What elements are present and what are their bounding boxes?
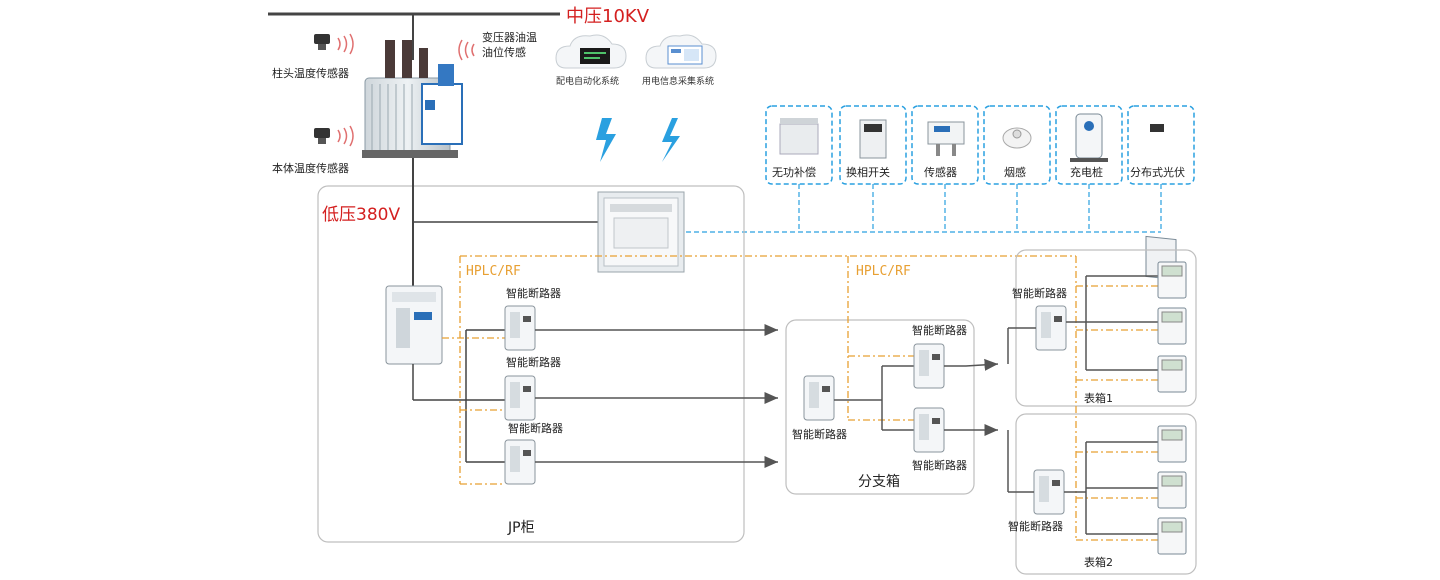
device-sensor: 传感器 [911,105,979,185]
smart-breaker-branch-out-1 [913,343,945,389]
smart-breaker-jp-2 [504,375,536,421]
smart-breaker-jp-1-label: 智能断路器 [506,286,561,300]
cloud-icon-distribution-automation [555,34,627,69]
smart-breaker-meter-2 [1033,469,1065,515]
oil-sensor-waves-icon [458,39,475,61]
smart-breaker-jp-3 [504,439,536,485]
device-sensor-label: 传感器 [924,166,957,179]
smart-breaker-jp-3-label: 智能断路器 [508,421,563,435]
hplc-rf-label-jp: HPLC/RF [466,264,521,279]
smart-breaker-meter-2-label: 智能断路器 [1008,519,1063,533]
power-info-label: 用电信息采集系统 [642,75,714,87]
low-voltage-label: 低压380V [322,205,400,225]
electric-meter-icon [1157,425,1187,463]
hplc-network-jp [442,255,1076,485]
smart-breaker-branch-out-2 [913,407,945,453]
device-phase-switch-label: 换相开关 [846,165,890,179]
electric-meter-icon [1157,471,1187,509]
hplc-network-meter2 [1076,451,1158,541]
device-capacitor: 无功补偿 [765,105,833,185]
device-smoke-detector-label: 烟感 [1004,165,1026,179]
electric-meter-icon [1157,517,1187,555]
oil-sensor-label-line2: 油位传感 [482,45,526,59]
electric-meter-icon [1157,355,1187,393]
smart-breaker-branch-out-2-label: 智能断路器 [912,458,967,472]
branch-box-label: 分支箱 [858,474,900,490]
device-charging-pile: 充电桩 [1055,105,1123,185]
transformer-icon [362,40,463,158]
smart-breaker-branch-in [803,375,835,421]
smart-breaker-meter-1 [1035,305,1067,351]
electric-meter-icon [1157,261,1187,299]
smart-breaker-branch-out-1-label: 智能断路器 [912,323,967,337]
device-row: 无功补偿 换相开关 传感器 烟感 充电桩 [686,105,1195,281]
body-temperature-sensor-icon [314,125,354,147]
electric-meter-icon [1157,307,1187,345]
distribution-automation-label: 配电自动化系统 [556,75,619,87]
wireless-bolt-icon-1 [596,118,616,162]
hplc-network-branch [847,256,914,421]
pole-temperature-sensor-icon [314,33,354,55]
wireless-bolt-icon-2 [662,118,680,162]
meter-box-2-label: 表箱2 [1084,555,1113,569]
device-smoke-detector: 烟感 [983,105,1051,185]
oil-sensor-label-line1: 变压器油温 [482,30,537,44]
device-charging-pile-label: 充电桩 [1070,165,1103,179]
body-temperature-sensor-label: 本体温度传感器 [272,161,349,175]
device-phase-switch: 换相开关 [839,105,907,185]
device-capacitor-label: 无功补偿 [772,165,816,179]
cloud-icon-power-info [645,34,717,69]
smart-breaker-meter-1-label: 智能断路器 [1012,286,1067,300]
meter-box-2 [1015,413,1197,575]
main-breaker-icon [385,285,443,365]
medium-voltage-label: 中压10KV [566,6,650,27]
pole-temperature-sensor-label: 柱头温度传感器 [272,66,349,80]
smart-breaker-branch-in-label: 智能断路器 [792,427,847,441]
meter-box-1-label: 表箱1 [1084,391,1113,405]
hplc-rf-label-branch: HPLC/RF [856,264,911,279]
jp-cabinet-box [317,185,745,543]
device-solar-inverter-label: 分布式光伏 [1130,165,1185,179]
jp-cabinet-label: JP柜 [507,520,535,536]
smart-breaker-jp-1 [504,305,536,351]
branch-box [785,319,975,495]
terminal-unit-icon [597,191,685,273]
smart-breaker-jp-2-label: 智能断路器 [506,355,561,369]
